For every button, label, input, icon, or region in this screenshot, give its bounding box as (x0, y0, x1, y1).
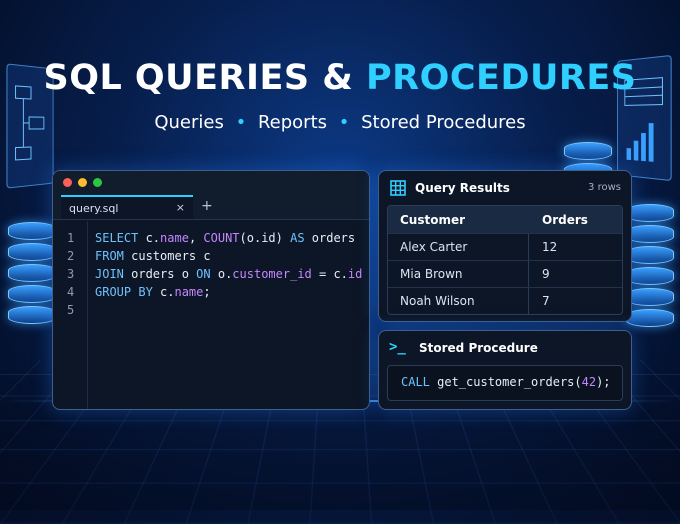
add-tab-icon[interactable]: + (201, 198, 213, 214)
code-token: customers c (131, 249, 210, 263)
separator-dot: • (339, 112, 350, 133)
code-token: orders o (131, 267, 196, 281)
close-window-button[interactable] (63, 178, 72, 187)
table-row[interactable]: Alex Carter 12 (388, 233, 622, 261)
cell-customer: Mia Brown (400, 267, 463, 281)
separator-dot: • (236, 112, 247, 133)
call-keyword: CALL (401, 375, 430, 389)
code-token: name (174, 285, 203, 299)
maximize-window-button[interactable] (93, 178, 102, 187)
line-number: 5 (67, 303, 74, 317)
terminal-prompt-icon: >_ (389, 339, 406, 355)
column-header-orders[interactable]: Orders (542, 213, 588, 227)
code-token: SELECT (95, 231, 146, 245)
subtitle: Queries • Reports • Stored Procedures (0, 112, 680, 133)
procedure-argument: 42 (582, 375, 596, 389)
stored-procedure-card: >_ Stored Procedure CALL get_customer_or… (378, 330, 632, 410)
line-number: 4 (67, 285, 74, 299)
code-line: SELECT c.name, COUNT(o.id) AS orders (95, 231, 355, 245)
editor-tabbar: query.sql × + (53, 195, 369, 220)
procedure-title: Stored Procedure (419, 341, 538, 355)
code-token: name (160, 231, 189, 245)
code-token: AS (290, 231, 312, 245)
code-token: id (348, 267, 362, 281)
code-token: , (189, 231, 203, 245)
table-grid-icon (390, 180, 406, 196)
close-icon[interactable]: × (176, 201, 185, 214)
procedure-name: get_customer_orders( (430, 375, 582, 389)
cell-customer: Noah Wilson (400, 294, 475, 308)
code-line: JOIN orders o ON o.customer_id = c.id (95, 267, 362, 281)
sql-editor-window: query.sql × + 1 2 3 4 5 SELECT c.name, C… (52, 170, 370, 410)
tab-query-sql[interactable]: query.sql × (61, 195, 193, 219)
cell-customer: Alex Carter (400, 240, 467, 254)
code-token: COUNT (203, 231, 239, 245)
page-title: SQL QUERIES & PROCEDURES (0, 58, 680, 98)
line-number: 2 (67, 249, 74, 263)
cell-orders: 9 (542, 267, 550, 281)
code-token: orders (312, 231, 355, 245)
row-count: 3 rows (588, 182, 621, 193)
subtitle-item-stored-procedures: Stored Procedures (361, 112, 526, 133)
window-titlebar (53, 171, 369, 195)
code-token: JOIN (95, 267, 131, 281)
code-token: GROUP BY (95, 285, 160, 299)
code-token: (o.id) (240, 231, 291, 245)
code-token: ; (203, 285, 210, 299)
code-token: o. (218, 267, 232, 281)
line-number: 1 (67, 231, 74, 245)
column-header-customer[interactable]: Customer (400, 213, 465, 227)
line-number-gutter: 1 2 3 4 5 (53, 221, 88, 409)
code-token: customer_id (232, 267, 311, 281)
procedure-call-code: CALL get_customer_orders(42); (401, 375, 611, 389)
code-token: c. (160, 285, 174, 299)
table-row[interactable]: Mia Brown 9 (388, 260, 622, 288)
line-number: 3 (67, 267, 74, 281)
table-header-row: Customer Orders (388, 206, 622, 234)
table-row[interactable]: Noah Wilson 7 (388, 287, 622, 314)
procedure-call-end: ); (596, 375, 610, 389)
code-token: ON (196, 267, 218, 281)
results-table: Customer Orders Alex Carter 12 Mia Brown… (387, 205, 623, 315)
procedure-call-box[interactable]: CALL get_customer_orders(42); (387, 365, 623, 401)
tab-label: query.sql (69, 202, 118, 215)
subtitle-item-reports: Reports (258, 112, 327, 133)
cell-orders: 7 (542, 294, 550, 308)
cell-orders: 12 (542, 240, 557, 254)
database-stack-right (626, 204, 674, 330)
results-title: Query Results (415, 181, 510, 195)
database-stack-left (8, 222, 56, 327)
code-line: FROM customers c (95, 249, 211, 263)
code-token: FROM (95, 249, 131, 263)
code-token: c. (146, 231, 160, 245)
minimize-window-button[interactable] (78, 178, 87, 187)
code-token: = c. (312, 267, 348, 281)
code-line: GROUP BY c.name; (95, 285, 211, 299)
query-results-card: Query Results 3 rows Customer Orders Ale… (378, 170, 632, 322)
code-area[interactable]: 1 2 3 4 5 SELECT c.name, COUNT(o.id) AS … (53, 221, 369, 409)
subtitle-item-queries: Queries (154, 112, 224, 133)
